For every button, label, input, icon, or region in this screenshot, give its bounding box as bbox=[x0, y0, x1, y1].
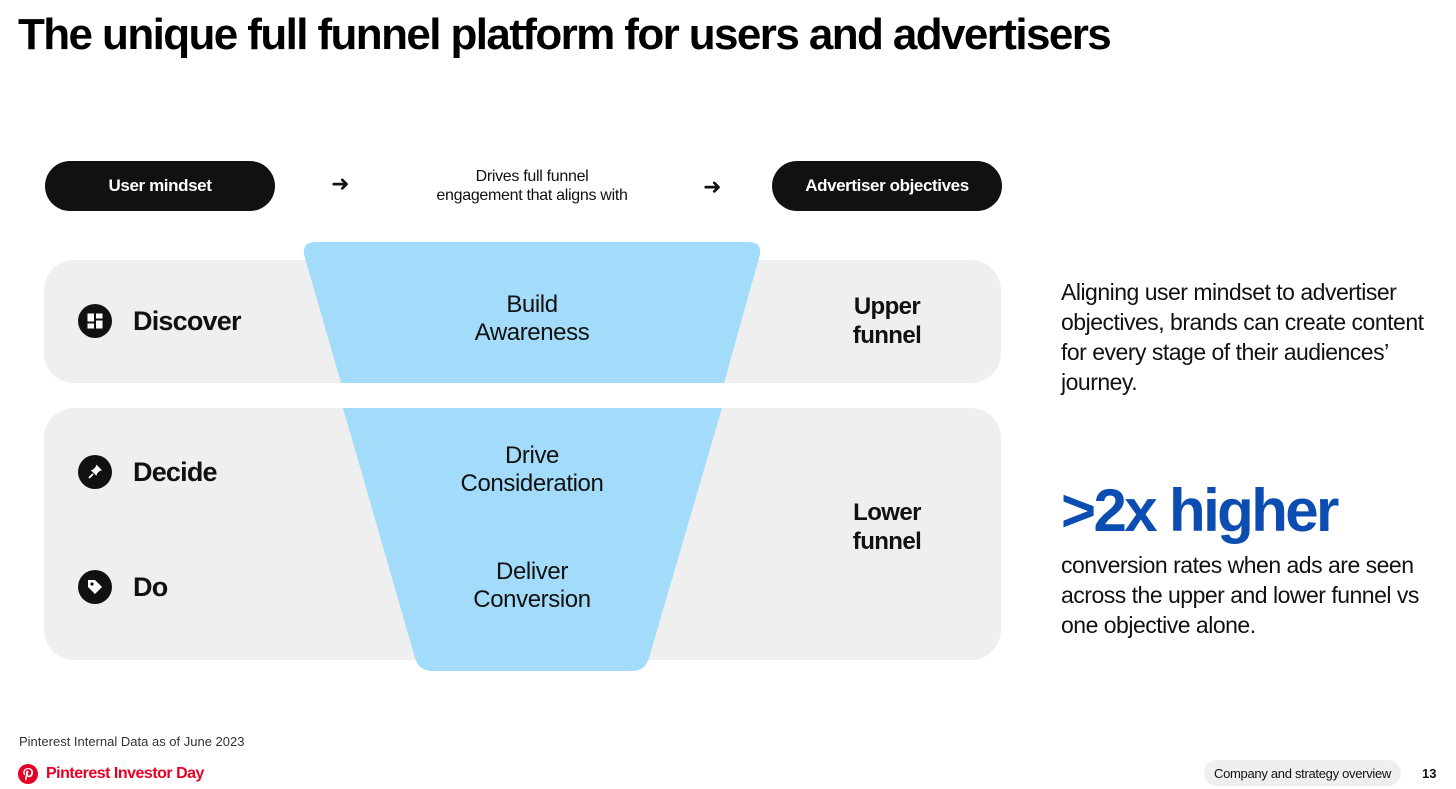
tag-icon bbox=[78, 570, 112, 604]
arrow-right-icon: ➜ bbox=[331, 171, 350, 196]
funnel-lower-segment bbox=[343, 408, 722, 671]
slide-title: The unique full funnel platform for user… bbox=[18, 10, 1112, 59]
arrow-right-icon: ➜ bbox=[703, 174, 722, 199]
brand-name: Pinterest Investor Day bbox=[46, 765, 204, 782]
funnel-upper-segment bbox=[303, 242, 761, 383]
stat-headline: >2x higher bbox=[1061, 477, 1339, 544]
objective-line-2: funnel bbox=[852, 322, 922, 349]
stage-build-awareness: Build Awareness bbox=[402, 291, 662, 347]
mindset-discover: Discover bbox=[78, 304, 241, 338]
mindset-decide: Decide bbox=[78, 455, 218, 489]
stage-line-1: Deliver bbox=[496, 558, 568, 585]
objective-line-1: Upper bbox=[853, 293, 921, 320]
objective-upper-funnel: Upper funnel bbox=[827, 292, 947, 350]
brand-footer: Pinterest Investor Day bbox=[18, 764, 204, 784]
user-mindset-pill: User mindset bbox=[45, 161, 275, 211]
objective-line-2: funnel bbox=[852, 528, 922, 555]
objective-line-1: Lower bbox=[853, 499, 921, 526]
advertiser-objectives-pill: Advertiser objectives bbox=[772, 161, 1002, 211]
page-number: 13 bbox=[1422, 766, 1437, 781]
source-footnote: Pinterest Internal Data as of June 2023 bbox=[19, 734, 245, 749]
pinterest-logo-icon bbox=[18, 764, 38, 784]
stage-deliver-conversion: Deliver Conversion bbox=[402, 558, 662, 614]
stage-line-2: Awareness bbox=[474, 319, 590, 346]
side-description: Aligning user mindset to advertiser obje… bbox=[1061, 279, 1424, 395]
grid-icon bbox=[78, 304, 112, 338]
stage-line-1: Build bbox=[506, 291, 558, 318]
stage-line-1: Drive bbox=[504, 442, 559, 469]
objective-lower-funnel: Lower funnel bbox=[827, 498, 947, 556]
pin-icon bbox=[78, 455, 112, 489]
stage-line-2: Conversion bbox=[473, 586, 591, 613]
mindset-label: Do bbox=[133, 571, 168, 602]
stage-drive-consideration: Drive Consideration bbox=[402, 442, 662, 498]
mindset-do: Do bbox=[78, 570, 168, 604]
stage-line-2: Consideration bbox=[460, 470, 604, 497]
connector-caption: Drives full funnel engagement that align… bbox=[400, 167, 664, 205]
stat-description: conversion rates when ads are seen acros… bbox=[1061, 552, 1419, 638]
section-label: Company and strategy overview bbox=[1204, 760, 1402, 786]
mindset-label: Decide bbox=[133, 456, 218, 487]
mindset-label: Discover bbox=[133, 305, 241, 336]
connector-line-1: Drives full funnel bbox=[475, 168, 589, 185]
connector-line-2: engagement that aligns with bbox=[436, 187, 628, 204]
